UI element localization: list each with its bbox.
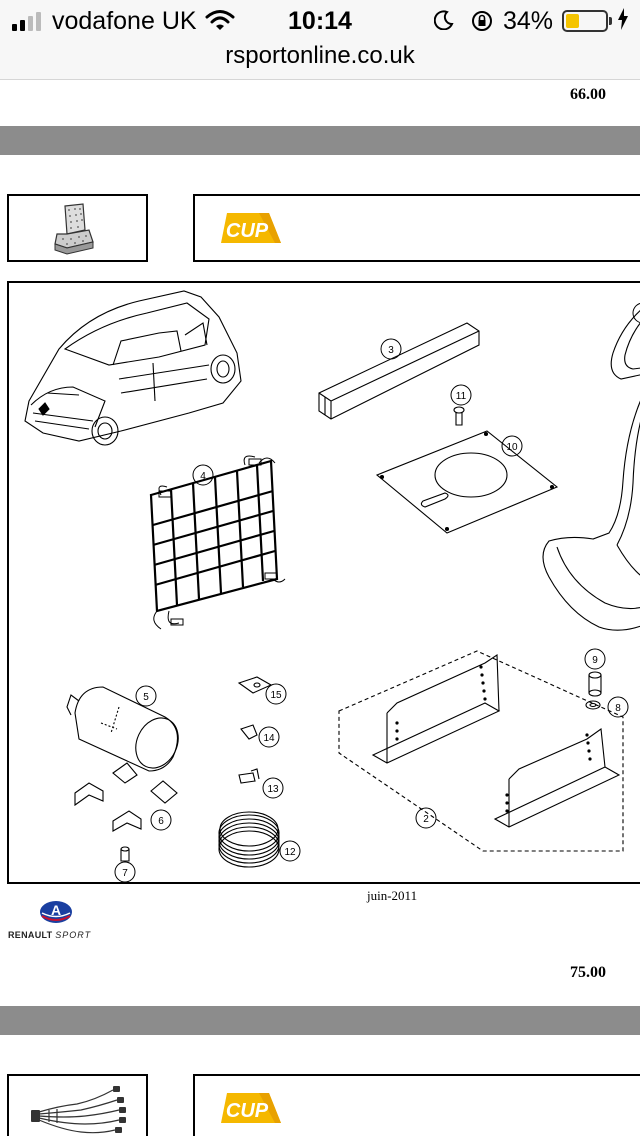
renault-sport-brand: RENAULT SPORT: [8, 930, 91, 940]
category-thumbnail[interactable]: [7, 1074, 148, 1136]
clock: 10:14: [288, 7, 352, 35]
svg-text:5: 5: [143, 692, 149, 703]
callout-9: 9: [584, 648, 606, 670]
wifi-icon: [205, 9, 235, 36]
rail-part: [318, 322, 480, 420]
document-date: juin-2011: [367, 888, 418, 903]
callout-12: 12: [279, 840, 301, 862]
svg-text:6: 6: [158, 816, 164, 827]
callout-8: 8: [607, 696, 629, 718]
callout-5: 5: [135, 685, 157, 707]
exploded-view-illustration: 3 11 10 1 4 5 15 14 13 6 7 12 2 9 8: [24, 290, 640, 882]
cup-text: CUP: [226, 220, 269, 242]
svg-text:12: 12: [284, 847, 296, 858]
callout-15: 15: [265, 683, 287, 705]
category-thumbnail[interactable]: [7, 194, 148, 262]
callout-4: 4: [192, 464, 214, 486]
carrier-name: vodafone UK: [52, 7, 197, 35]
svg-text:4: 4: [200, 471, 206, 482]
bolt-part: [453, 406, 465, 426]
wiring-harness-icon: [31, 1086, 126, 1134]
cup-text: CUP: [226, 1100, 269, 1122]
seat-brackets-part: [338, 650, 624, 852]
callout-11: 11: [450, 384, 472, 406]
callout-7: 7: [114, 861, 136, 882]
section-divider: [0, 126, 640, 155]
plate-part: [375, 430, 559, 534]
callout-3: 3: [380, 338, 402, 360]
callout-1: 1: [632, 302, 640, 324]
svg-text:A: A: [51, 902, 61, 918]
brand-main: RENAULT: [8, 930, 53, 940]
svg-text:15: 15: [270, 690, 282, 701]
net-part: [149, 459, 279, 613]
elbow-fitting-part: [240, 724, 258, 740]
cup-badge-box[interactable]: CUP: [193, 1074, 640, 1136]
cup-logo: CUP: [221, 1093, 281, 1123]
t-fitting-part: [238, 768, 260, 784]
callout-13: 13: [262, 777, 284, 799]
spacer-part: [588, 671, 602, 697]
svg-text:11: 11: [456, 391, 467, 402]
brand-sub: SPORT: [55, 930, 92, 940]
svg-text:3: 3: [388, 345, 394, 356]
callout-10: 10: [501, 435, 523, 457]
address-bar[interactable]: rsportonline.co.uk: [0, 40, 640, 80]
clamp-part: [74, 762, 178, 832]
section-divider: [0, 1006, 640, 1035]
washer-part: [585, 700, 601, 710]
item-price: 75.00: [570, 964, 606, 981]
do-not-disturb-moon-icon: [433, 10, 454, 35]
svg-text:13: 13: [267, 784, 279, 795]
cup-logo: CUP: [221, 213, 281, 243]
callout-14: 14: [258, 726, 280, 748]
svg-text:7: 7: [122, 868, 128, 879]
svg-text:10: 10: [506, 442, 518, 453]
svg-text:8: 8: [615, 703, 621, 714]
svg-text:14: 14: [263, 733, 275, 744]
coiled-pipe-part: [218, 811, 280, 868]
alpine-logo: A: [40, 901, 72, 923]
callout-6: 6: [150, 809, 172, 831]
signal-strength-icon: [12, 12, 41, 31]
cup-badge-box[interactable]: CUP: [193, 194, 640, 262]
battery-icon: [562, 10, 608, 32]
charging-bolt-icon: [618, 8, 628, 35]
callout-2: 2: [415, 807, 437, 829]
seat-icon: [54, 203, 94, 255]
battery-tip: [609, 17, 612, 25]
nozzle-part: [120, 846, 130, 862]
svg-text:9: 9: [592, 655, 598, 666]
svg-text:2: 2: [423, 814, 429, 825]
battery-percent: 34%: [503, 7, 554, 35]
net-hooks: [153, 455, 286, 630]
extinguisher-bottle-part: [66, 686, 179, 772]
car-illustration: [24, 290, 242, 446]
seat-shell-part: [542, 310, 640, 631]
status-bar: vodafone UK 10:14 34%: [0, 0, 640, 40]
item-price: 66.00: [570, 86, 606, 103]
url-text[interactable]: rsportonline.co.uk: [225, 42, 415, 69]
parts-diagram: 3 11 10 1 4 5 15 14 13 6 7 12 2 9 8: [7, 281, 640, 884]
orientation-lock-icon: [470, 9, 494, 38]
